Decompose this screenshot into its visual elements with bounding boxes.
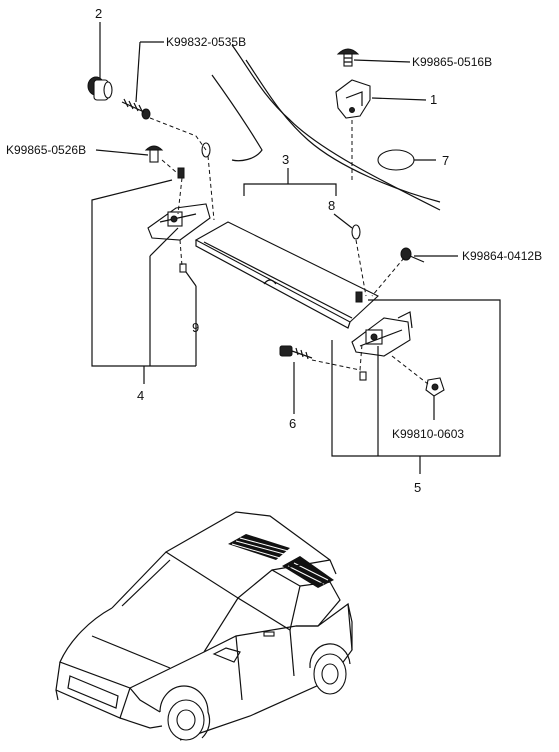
assembly-lines	[149, 117, 429, 385]
bolt-icon	[279, 345, 313, 360]
left-bracket	[147, 203, 211, 241]
callout-6: 6	[289, 416, 296, 431]
plug-icon	[377, 149, 415, 171]
callout-3: 3	[282, 152, 289, 167]
rear-shelf-highlight	[228, 534, 334, 588]
bracket-screw-icon	[177, 167, 367, 381]
leader-lines	[91, 22, 501, 474]
callout-9: 9	[192, 320, 199, 335]
part-number-bolt: K99864-0412B	[462, 249, 542, 263]
callout-7: 7	[442, 153, 449, 168]
callout-2: 2	[95, 6, 102, 21]
callout-5: 5	[414, 480, 421, 495]
part-number-clip-top: K99865-0516B	[412, 55, 492, 69]
holder-hook-icon	[335, 79, 371, 119]
part-number-screw: K99832-0535B	[166, 35, 246, 49]
package-tray-panel	[194, 221, 379, 329]
callout-4: 4	[137, 388, 144, 403]
bolt-right-icon	[400, 247, 425, 263]
body-contour	[211, 44, 441, 211]
grommet-icon	[87, 76, 113, 101]
part-number-nut: K99810-0603	[392, 427, 464, 441]
nut-icon	[425, 377, 445, 397]
callout-1: 1	[430, 92, 437, 107]
push-clip-icon	[336, 48, 360, 67]
callout-8: 8	[328, 198, 335, 213]
hatchback-car-illustration	[55, 511, 353, 741]
part-number-clip-left: K99865-0526B	[6, 143, 86, 157]
right-bracket	[351, 311, 413, 357]
clip-left-icon	[144, 145, 164, 163]
screw-icon	[121, 98, 151, 120]
